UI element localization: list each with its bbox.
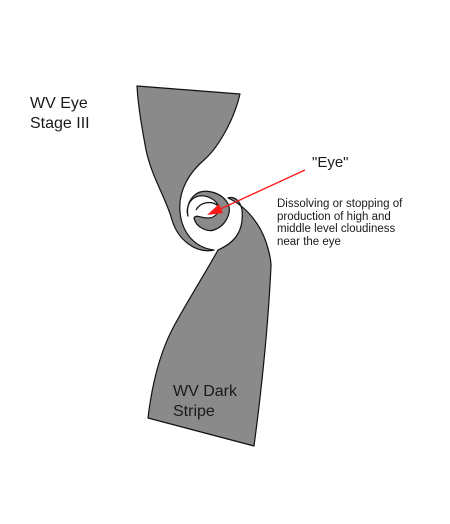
eye-arrow xyxy=(215,169,306,212)
eye-description: Dissolving or stopping of production of … xyxy=(277,198,447,248)
dark-stripe-label-line1: WV Dark xyxy=(173,383,237,400)
stage-label: WV Eye Stage III xyxy=(30,94,90,134)
eye-swirl-shape xyxy=(186,190,230,232)
eye-description-line: near the eye xyxy=(277,235,341,248)
lower-stripe-shape xyxy=(147,196,272,447)
eye-arrow-head xyxy=(207,204,223,215)
eye-description-line: Dissolving or stopping of xyxy=(277,198,403,210)
eye-description-line: production of high and xyxy=(277,210,391,223)
eye-label: "Eye" xyxy=(312,154,349,171)
eye-ring-outline xyxy=(195,201,219,211)
upper-stripe-shape xyxy=(136,85,241,252)
stage-label-line2: Stage III xyxy=(30,115,90,132)
stage-label-line1: WV Eye xyxy=(30,95,88,112)
dark-stripe-label-line2: Stripe xyxy=(173,403,215,420)
dark-stripe-label: WV Dark Stripe xyxy=(173,382,237,422)
eye-description-line: middle level cloudiness xyxy=(277,223,396,235)
